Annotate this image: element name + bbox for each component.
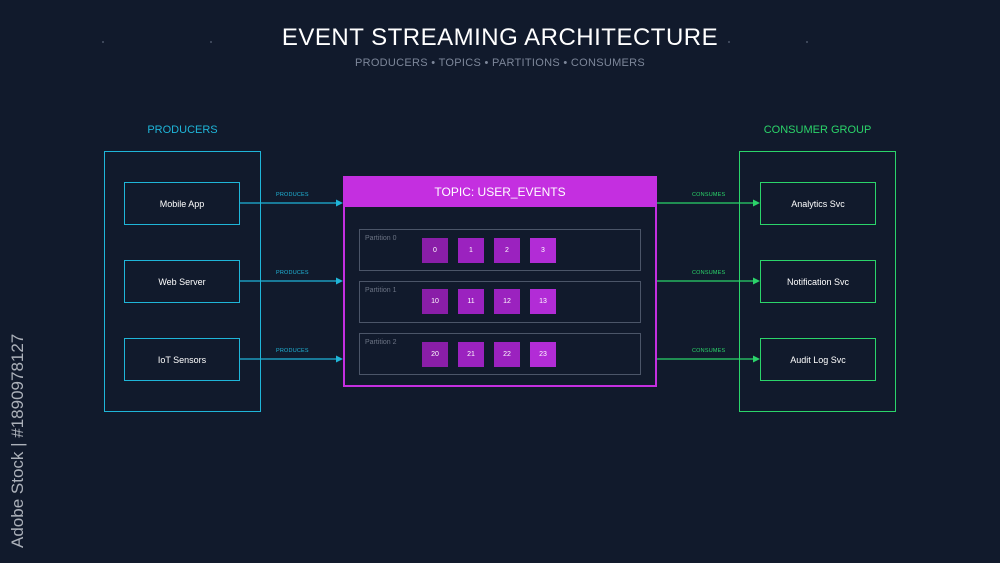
offset-cell: 20 [422, 342, 448, 367]
offset-cell: 11 [458, 289, 484, 314]
consumer-node-audit-log[interactable]: Audit Log Svc [760, 338, 876, 381]
offset-cell: 21 [458, 342, 484, 367]
offset-cell: 23 [530, 342, 556, 367]
produces-edge-label: PRODUCES [276, 270, 309, 276]
consumer-node-analytics[interactable]: Analytics Svc [760, 182, 876, 225]
produces-edge-2-arrowhead [336, 355, 343, 363]
offset-cell: 0 [422, 238, 448, 263]
producer-node-web-server[interactable]: Web Server [124, 260, 240, 303]
offset-cell: 22 [494, 342, 520, 367]
producer-node-mobile-app[interactable]: Mobile App [124, 182, 240, 225]
consumes-edge-1-arrowhead [753, 277, 760, 285]
producer-node-iot-sensors[interactable]: IoT Sensors [124, 338, 240, 381]
produces-edge-label: PRODUCES [276, 192, 309, 198]
produces-edge-1-arrowhead [336, 277, 343, 285]
stock-watermark-text: Adobe Stock | #1890978127 [8, 333, 27, 548]
partition-label: Partition 1 [365, 287, 397, 294]
star-dot [806, 41, 808, 43]
consumers-group-label: CONSUMER GROUP [763, 124, 872, 136]
star-dot [102, 41, 104, 43]
diagram-title: EVENT STREAMING ARCHITECTURE [281, 24, 719, 51]
offset-cell: 1 [458, 238, 484, 263]
producers-group-box [104, 151, 261, 412]
diagram-subtitle: PRODUCERS • TOPICS • PARTITIONS • CONSUM… [354, 57, 646, 69]
consumes-edge-0-arrowhead [753, 199, 760, 207]
partition-row-1[interactable] [359, 281, 641, 323]
producers-group-label: PRODUCERS [147, 124, 218, 136]
consumes-edge-label: CONSUMES [692, 270, 726, 276]
partition-row-2[interactable] [359, 333, 641, 375]
consumes-edge-label: CONSUMES [692, 348, 726, 354]
partition-row-0[interactable] [359, 229, 641, 271]
consumes-edge-label: CONSUMES [692, 192, 726, 198]
offset-cell: 3 [530, 238, 556, 263]
offset-cell: 12 [494, 289, 520, 314]
offset-cell: 13 [530, 289, 556, 314]
partition-label: Partition 2 [365, 339, 397, 346]
partition-label: Partition 0 [365, 235, 397, 242]
star-dot [728, 41, 730, 43]
produces-edge-label: PRODUCES [276, 348, 309, 354]
offset-cell: 2 [494, 238, 520, 263]
produces-edge-0-arrowhead [336, 199, 343, 207]
topic-header: TOPIC: USER_EVENTS [343, 176, 657, 207]
consumes-edge-2-arrowhead [753, 355, 760, 363]
star-dot [210, 41, 212, 43]
consumers-group-box [739, 151, 896, 412]
consumer-node-notification[interactable]: Notification Svc [760, 260, 876, 303]
offset-cell: 10 [422, 289, 448, 314]
